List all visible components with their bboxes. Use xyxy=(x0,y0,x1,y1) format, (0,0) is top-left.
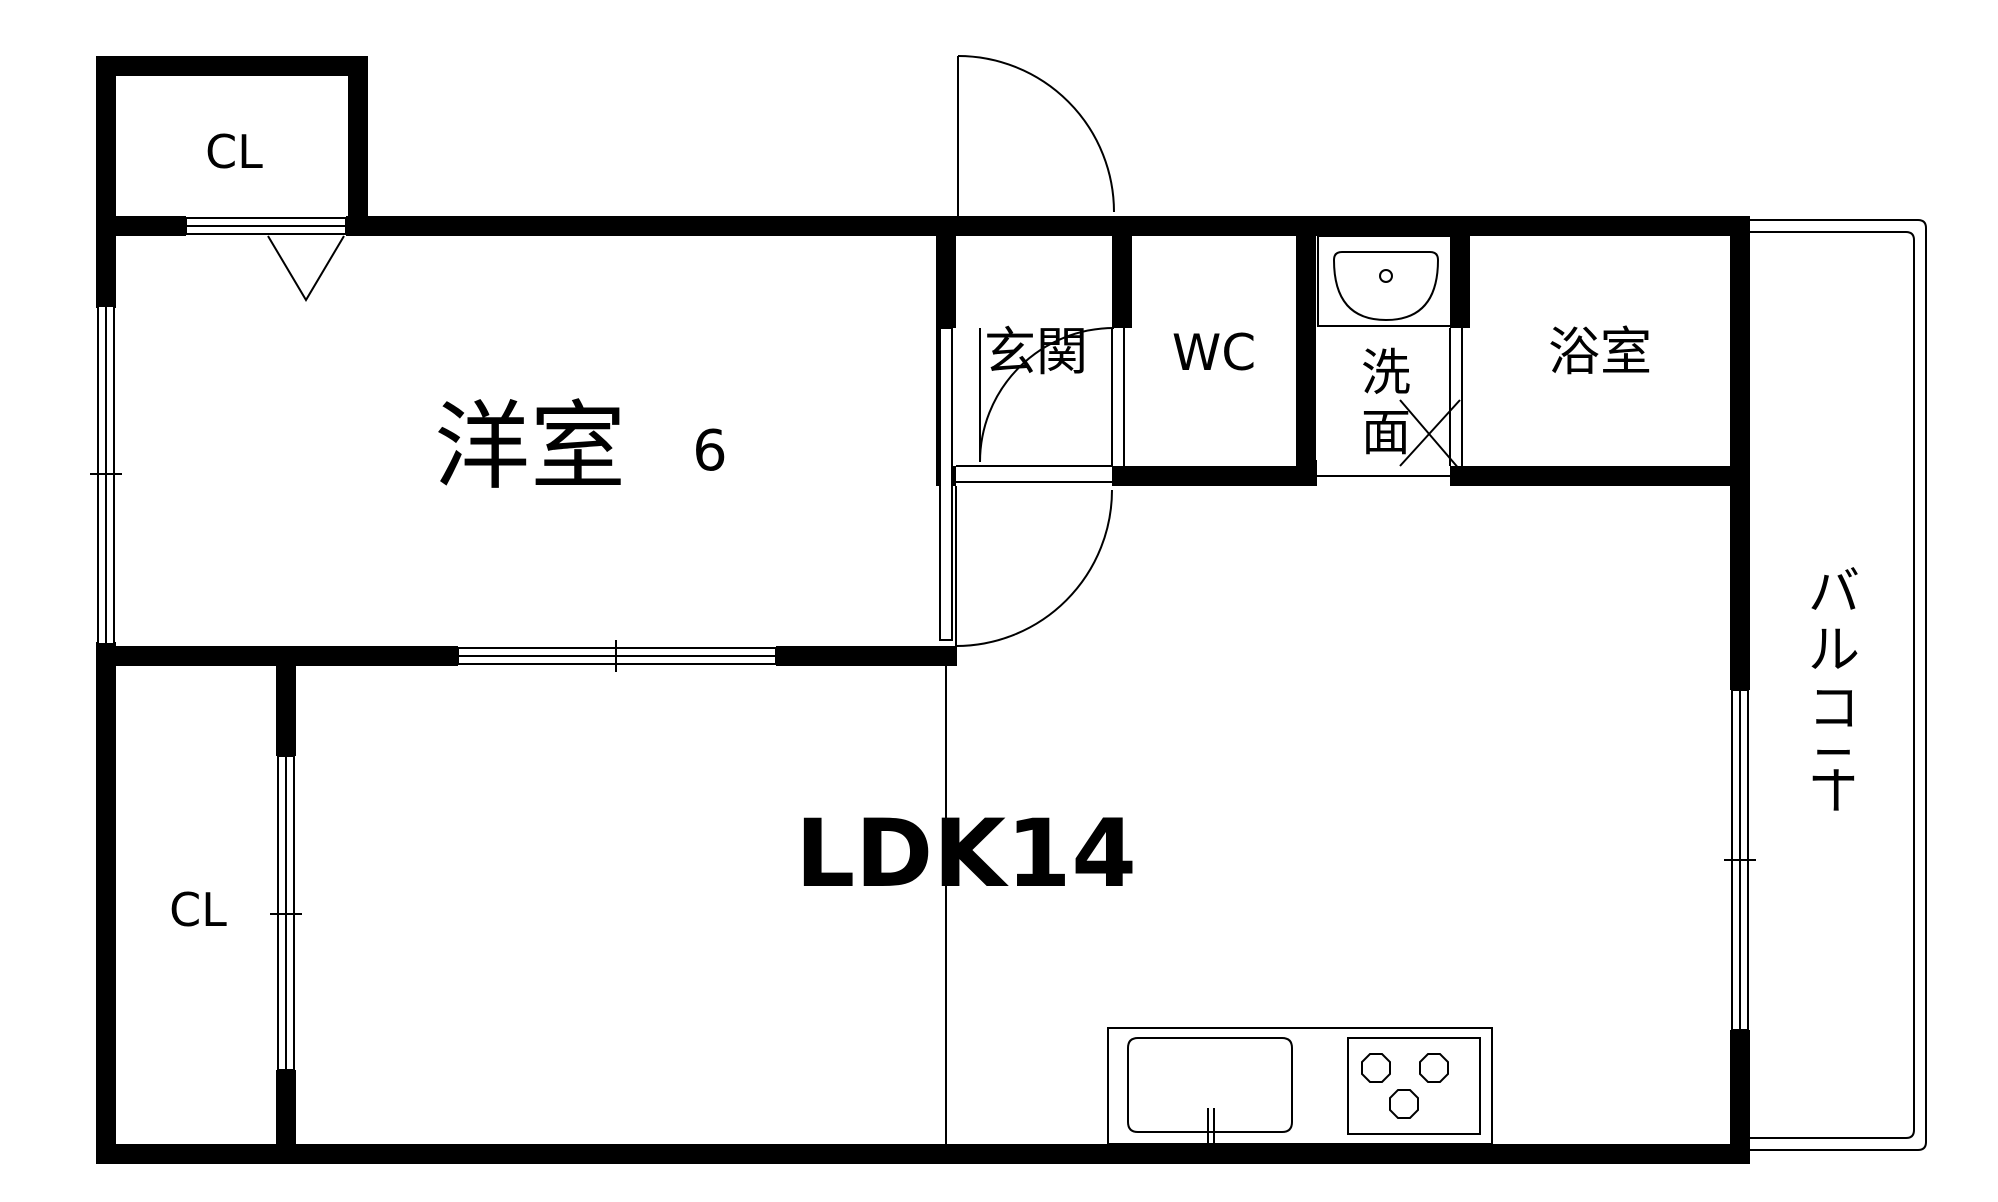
balcony-char-3: コ xyxy=(1808,679,1860,739)
balcony xyxy=(1750,219,1927,1151)
kitchen-counter xyxy=(1107,1027,1493,1145)
room-label-balcony: バ ル コ ニ ー xyxy=(1803,563,1863,816)
front-door xyxy=(957,55,1115,218)
room-label-ldk: LDK14 xyxy=(795,800,1137,909)
openings xyxy=(90,217,1756,1071)
walls xyxy=(96,56,1750,1164)
room-label-entrance: 玄関 xyxy=(984,323,1088,383)
balcony-char-2: ル xyxy=(1808,621,1860,681)
room-label-bathroom: 浴室 xyxy=(1548,323,1652,383)
stove-icon xyxy=(1347,1037,1481,1135)
balcony-char-5: ー xyxy=(1803,764,1863,816)
balcony-char-1: バ xyxy=(1808,563,1860,623)
closet-door-marker xyxy=(267,235,345,302)
room-size-western-room: 6 xyxy=(692,419,728,484)
room-label-washroom-1: 洗 xyxy=(1361,344,1411,402)
room-label-toilet: WC xyxy=(1172,324,1256,382)
washroom-door xyxy=(1399,399,1461,471)
inner-door xyxy=(955,486,1113,666)
room-label-closet-top: CL xyxy=(205,125,263,179)
room-label-closet-bottom: CL xyxy=(169,883,227,937)
entrance-lines xyxy=(956,328,1463,486)
entrance-door xyxy=(979,327,1115,463)
washbasin-icon xyxy=(1317,235,1453,327)
balcony-char-4: ニ xyxy=(1808,737,1860,797)
room-label-washroom-2: 面 xyxy=(1361,404,1411,462)
room-label-western-room: 洋室 xyxy=(434,391,626,503)
